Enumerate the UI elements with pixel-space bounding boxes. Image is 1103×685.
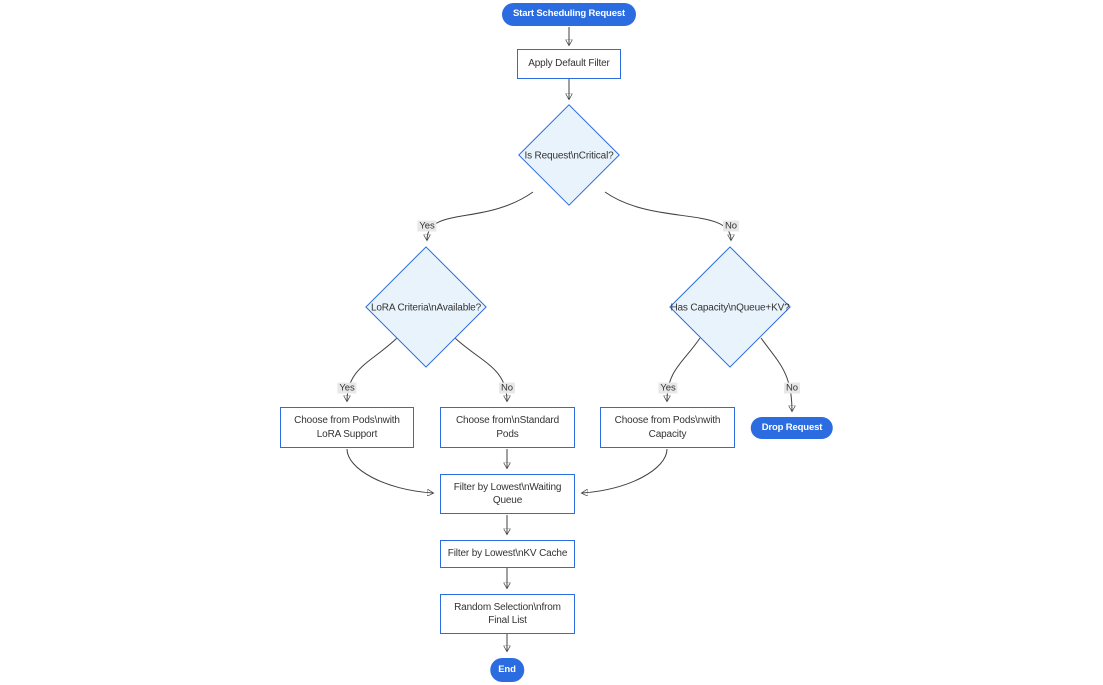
node-apply-default-filter: Apply Default Filter [517,49,621,79]
node-start-label: Start Scheduling Request [512,8,626,20]
node-choose-standard-pods-label: Choose from\nStandard Pods [455,415,560,440]
edge-critical-no-to-capacity [604,191,731,240]
edge-label-lora-no: No [499,382,515,394]
node-choose-pods-lora-support: Choose from Pods\nwith LoRA Support [280,407,414,448]
edge-label-critical-no: No [723,220,739,232]
node-choose-pods-capacity: Choose from Pods\nwith Capacity [600,407,735,448]
node-has-capacity-queue-kv-label: Has Capacity\nQueue+KV? [670,302,790,314]
node-end: End [490,658,524,682]
node-random-selection-final-list: Random Selection\nfrom Final List [440,594,575,634]
edge-label-capacity-no: No [784,382,800,394]
node-filter-lowest-waiting-queue: Filter by Lowest\nWaiting Queue [440,474,575,514]
edge-capacity-no-to-drop [760,337,792,411]
edge-lorapods-to-filterwait [346,448,433,493]
node-filter-lowest-kv-cache-label: Filter by Lowest\nKV Cache [447,548,568,560]
edge-capacitypods-to-filterwait [582,448,668,493]
node-end-label: End [498,663,516,675]
node-lora-criteria-available-label: LoRA Criteria\nAvailable? [370,302,482,314]
node-drop-request-label: Drop Request [761,421,823,433]
node-start: Start Scheduling Request [501,3,637,26]
node-random-selection-final-list-label: Random Selection\nfrom Final List [454,601,561,626]
node-drop-request: Drop Request [750,417,834,439]
node-filter-lowest-kv-cache: Filter by Lowest\nKV Cache [440,540,575,568]
node-choose-pods-capacity-label: Choose from Pods\nwith Capacity [614,415,721,440]
node-choose-standard-pods: Choose from\nStandard Pods [440,407,575,448]
node-choose-pods-lora-support-label: Choose from Pods\nwith LoRA Support [294,415,400,440]
edge-label-critical-yes: Yes [417,220,437,232]
node-filter-lowest-waiting-queue-label: Filter by Lowest\nWaiting Queue [453,481,562,506]
node-apply-default-filter-label: Apply Default Filter [528,58,610,70]
edge-label-capacity-yes: Yes [658,382,678,394]
edge-critical-yes-to-lora [427,191,534,240]
node-is-request-critical-label: Is Request\nCritical? [524,150,614,162]
edge-label-lora-yes: Yes [337,382,357,394]
